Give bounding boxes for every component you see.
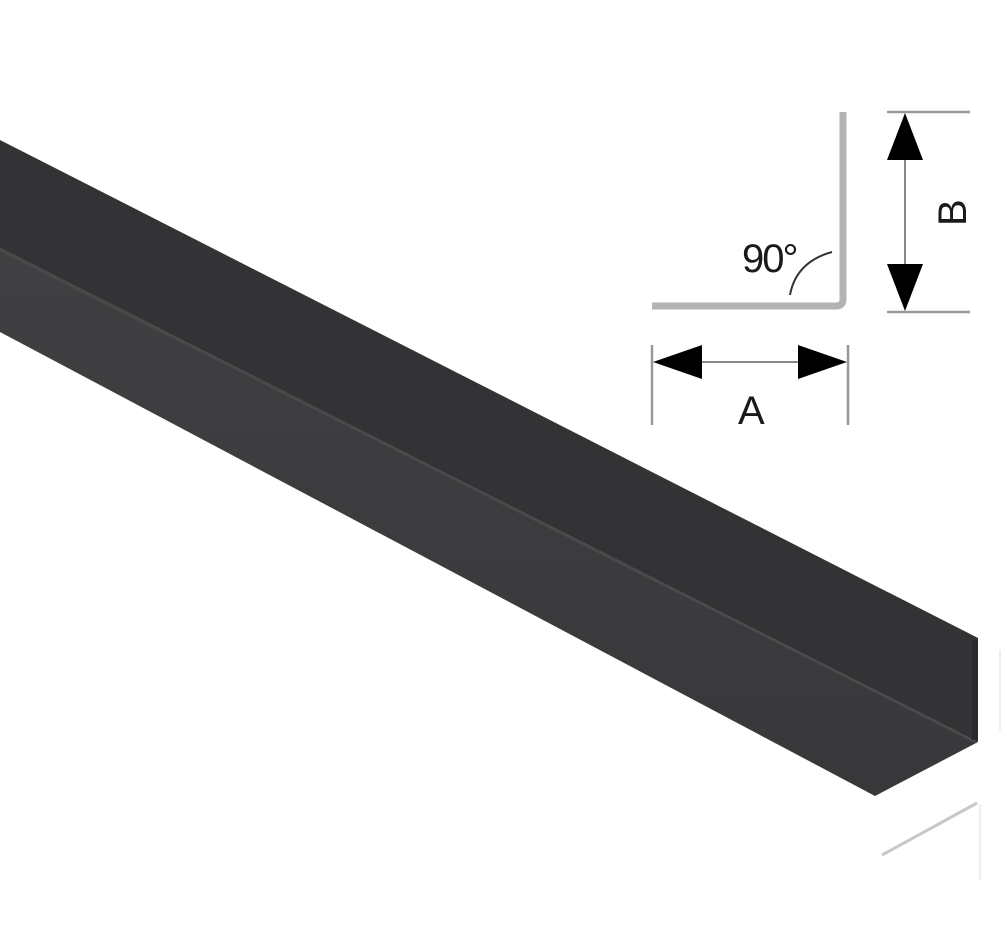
dim-b-arrow-up-icon bbox=[887, 113, 923, 160]
dimension-b-label: B bbox=[931, 199, 975, 226]
dim-a-arrow-right-icon bbox=[798, 345, 847, 379]
angle-label: 90° bbox=[742, 237, 797, 281]
dimension-a-label: A bbox=[738, 389, 765, 433]
profile-end-shade bbox=[972, 640, 978, 740]
end-reflection-line bbox=[881, 801, 978, 857]
profile-fold-edge bbox=[0, 249, 976, 743]
profile-front-face bbox=[0, 248, 978, 796]
angle-arc bbox=[789, 251, 833, 296]
profile-top-face bbox=[0, 140, 978, 742]
dim-a-arrow-left-icon bbox=[653, 345, 702, 379]
cross-section-l-shape bbox=[652, 112, 847, 310]
dim-b-arrow-down-icon bbox=[887, 264, 923, 311]
